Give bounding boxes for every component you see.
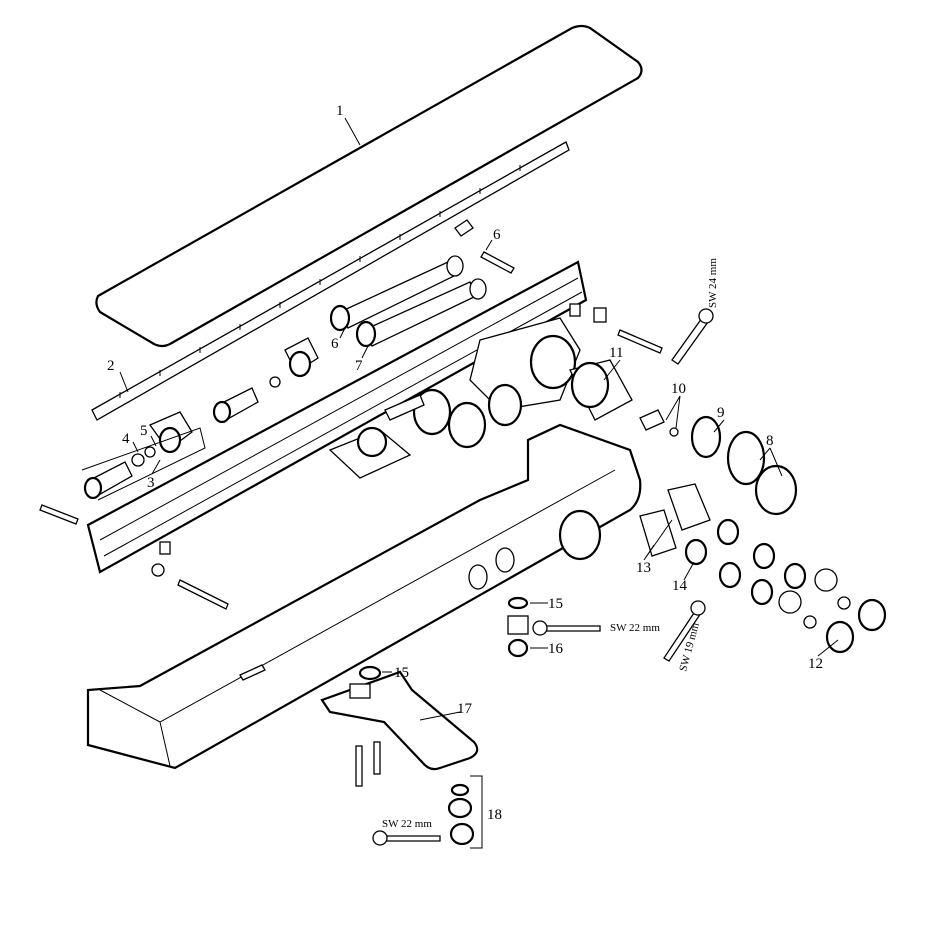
wrench-label-sw24: SW 24 mm <box>707 258 719 308</box>
label-17: 17 <box>457 701 473 717</box>
label-4: 4 <box>122 431 130 447</box>
part-labels: 1 2 3 4 5 6 6 7 8 9 10 11 12 13 14 15 15… <box>107 103 823 830</box>
leader-lines <box>119 117 839 721</box>
parts-15-16 <box>358 596 529 681</box>
base-frame <box>86 423 642 770</box>
screws <box>151 303 663 787</box>
label-1: 1 <box>336 103 344 119</box>
label-16: 16 <box>548 641 564 657</box>
label-3: 3 <box>147 475 155 491</box>
label-14: 14 <box>672 578 688 594</box>
label-13: 13 <box>636 560 651 576</box>
left-connectors <box>39 337 319 525</box>
label-7: 7 <box>355 358 363 374</box>
part-1-cover-plate <box>95 24 643 348</box>
label-6b: 6 <box>331 336 339 352</box>
wrench-label-sw19: SW 19 mm <box>677 621 702 673</box>
part-2-strip <box>91 141 570 421</box>
part-17-spout <box>320 670 479 771</box>
wrench-label-sw22-lower: SW 22 mm <box>382 818 432 830</box>
label-2: 2 <box>107 358 115 374</box>
label-9: 9 <box>717 405 725 421</box>
label-5: 5 <box>140 423 148 439</box>
label-10: 10 <box>671 381 686 397</box>
label-15a: 15 <box>548 596 563 612</box>
label-8: 8 <box>766 433 774 449</box>
mounting-rail <box>86 260 588 574</box>
right-components <box>569 359 887 654</box>
hoses <box>329 219 515 348</box>
part-18-aerator <box>447 775 483 849</box>
label-18: 18 <box>487 807 502 823</box>
label-12: 12 <box>808 656 823 672</box>
label-11: 11 <box>609 345 623 361</box>
wrench-label-sw22-upper: SW 22 mm <box>610 622 660 634</box>
valve-body <box>328 317 581 479</box>
wrench-icons <box>372 308 714 846</box>
label-15b: 15 <box>394 665 409 681</box>
label-6a: 6 <box>493 227 501 243</box>
